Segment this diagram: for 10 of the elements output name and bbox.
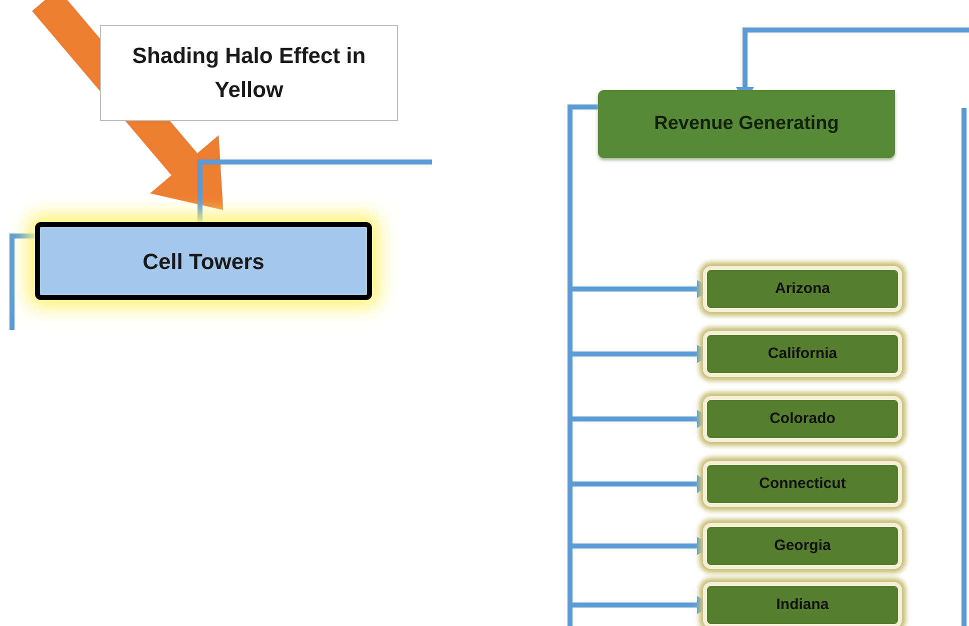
callout-box: Shading Halo Effect in Yellow <box>100 25 398 121</box>
state-box: Georgia <box>703 523 902 569</box>
process-box: Cell Towers <box>35 222 372 300</box>
state-box: California <box>703 331 902 377</box>
state-box: Colorado <box>703 396 902 442</box>
callout-arrow <box>32 0 224 210</box>
state-box: Arizona <box>703 266 902 312</box>
banner-box: Revenue Generating <box>598 90 895 158</box>
state-box: Indiana <box>703 582 902 626</box>
state-box: Connecticut <box>703 461 902 507</box>
